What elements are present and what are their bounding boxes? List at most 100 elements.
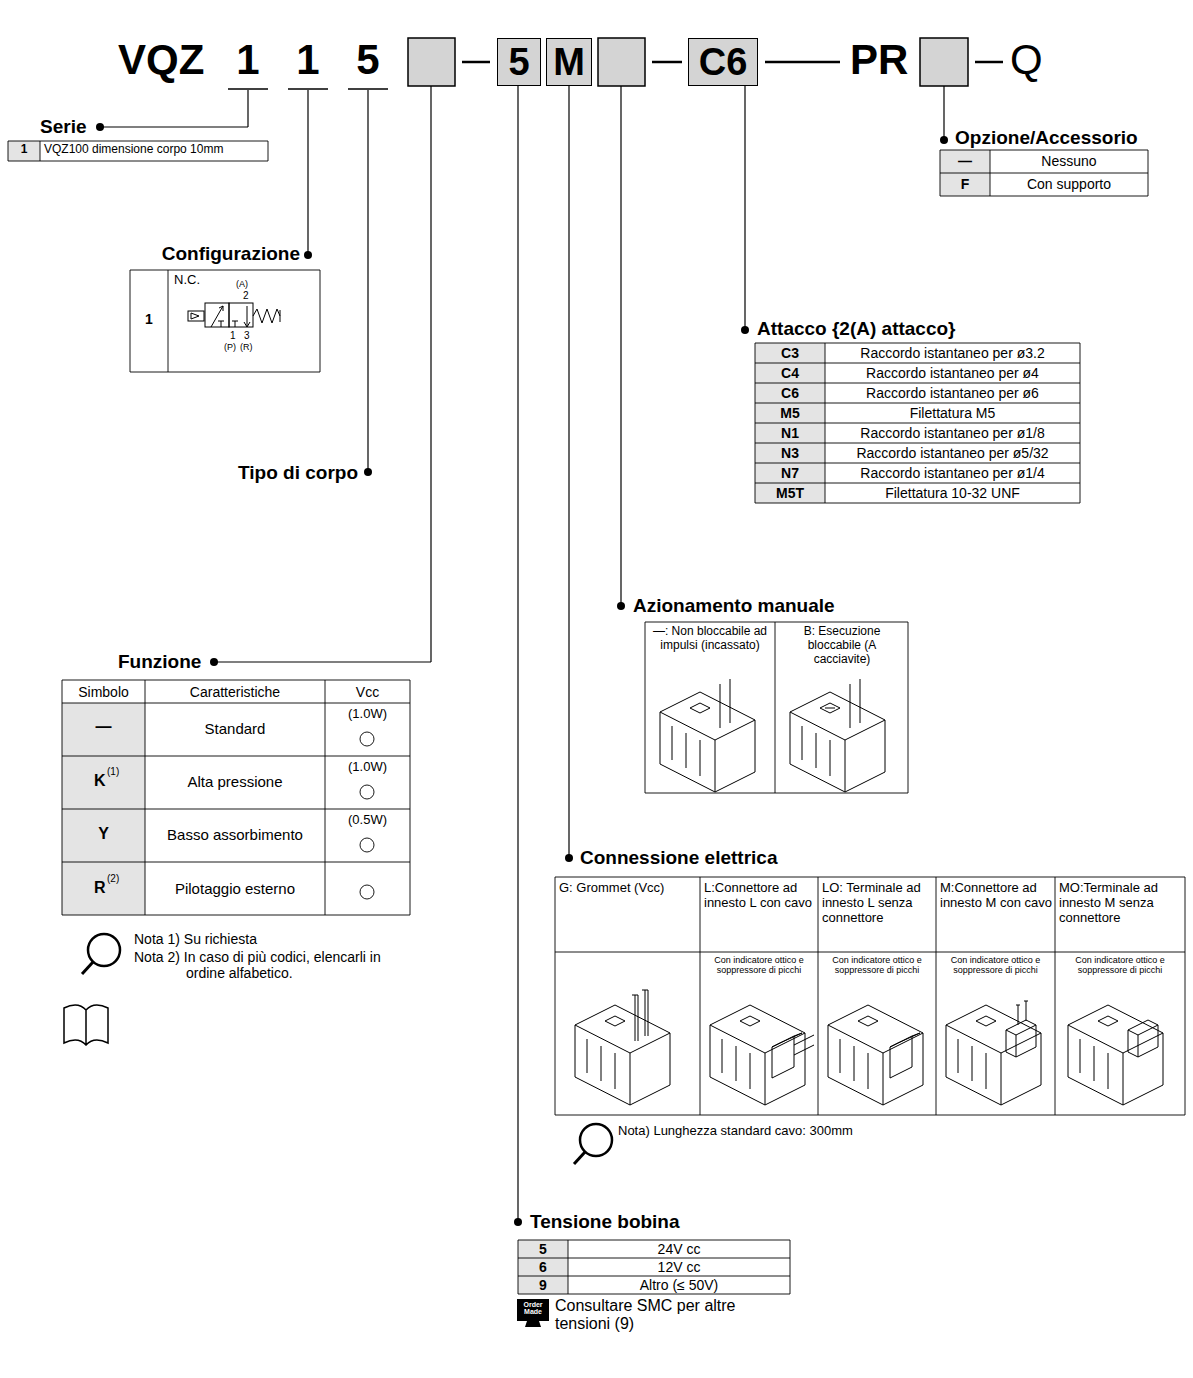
leader-line <box>943 86 944 140</box>
table-cell: N.C. <box>174 273 200 288</box>
book-icon <box>64 1005 108 1045</box>
table-rule <box>518 1276 790 1277</box>
table-rule <box>700 877 701 1115</box>
table-cell: Raccordo istantaneo per ø1/8 <box>825 425 1080 441</box>
manual-override <box>690 703 710 713</box>
table-cell: LO: Terminale ad innesto L senza connett… <box>822 881 934 926</box>
table-rule <box>518 1240 519 1294</box>
bullet-dot <box>741 326 749 334</box>
table-rule <box>145 680 146 915</box>
valve-illustration <box>946 1001 1041 1105</box>
valve-square <box>229 303 253 327</box>
table-rule <box>755 463 1080 464</box>
lead-wire <box>794 1035 814 1055</box>
table-cell: M5 <box>755 405 825 421</box>
code-segment: 1 <box>288 36 328 84</box>
table-cell: — <box>940 153 990 169</box>
table-cell: C4 <box>755 365 825 381</box>
leader-line <box>620 86 621 606</box>
empty-code-box <box>408 38 455 86</box>
table-rule <box>555 877 556 1115</box>
connector <box>890 1033 920 1078</box>
code-cell <box>518 1276 568 1294</box>
table-rule <box>755 483 1080 484</box>
manual-override <box>976 1016 996 1026</box>
leader-line <box>744 86 745 330</box>
code-cell <box>62 862 145 915</box>
code-box: M <box>546 38 592 86</box>
table-cell: (1.0W) <box>325 760 410 775</box>
table-cell: Nessuno <box>990 153 1148 169</box>
note-icon <box>574 1124 612 1164</box>
leader-line <box>247 90 248 127</box>
valve-detail <box>722 1039 750 1089</box>
magnifier <box>88 934 120 966</box>
table-grid <box>555 877 1185 1115</box>
table-rule <box>568 1240 569 1294</box>
bullet-dot <box>617 602 625 610</box>
icon-text: Order Made <box>517 1301 549 1316</box>
valve-illustration <box>575 990 670 1105</box>
magnifier-handle <box>574 1152 585 1164</box>
table-cell: Standard <box>145 720 325 737</box>
table-rule <box>645 622 646 793</box>
table-rule <box>130 372 320 373</box>
table-cell: Vcc <box>325 684 410 700</box>
code-cell <box>62 703 145 756</box>
valve-body <box>946 1005 1041 1105</box>
table-cell: F <box>940 176 990 192</box>
bullet-dot <box>565 854 573 862</box>
table-rule <box>755 423 1080 424</box>
lead-wire <box>632 990 648 1041</box>
table-rule <box>790 1240 791 1294</box>
leader-line <box>430 86 431 662</box>
table-cell: —: Non bloccabile ad impulsi (incassato) <box>647 625 773 653</box>
table-cell: Raccordo istantaneo per ø1/4 <box>825 465 1080 481</box>
table-rule <box>990 150 991 196</box>
table-rule <box>940 150 941 196</box>
table-cell: Con indicatore ottico e soppressore di p… <box>701 955 817 976</box>
valve-detail <box>802 726 830 776</box>
table-cell: Con indicatore ottico e soppressore di p… <box>819 955 935 976</box>
table-rule <box>555 877 1185 878</box>
table-cell: 9 <box>518 1277 568 1293</box>
table-cell: G: Grommet (Vcc) <box>559 881 698 896</box>
table-rule <box>755 363 1080 364</box>
table-cell: Con indicatore ottico e soppressore di p… <box>1056 955 1184 976</box>
bullet-dot <box>364 468 372 476</box>
table-rule <box>130 270 131 372</box>
section-heading: Opzione/Accessorio <box>955 127 1138 149</box>
table-rule <box>908 622 909 793</box>
table-cell: N7 <box>755 465 825 481</box>
table-cell: N1 <box>755 425 825 441</box>
underline <box>348 88 388 90</box>
bullet-dot <box>940 136 948 144</box>
bullet-dot <box>514 1218 522 1226</box>
table-rule <box>755 343 1080 344</box>
table-cell: 5 <box>518 1241 568 1257</box>
section-heading: Attacco {2(A) attacco} <box>757 318 956 340</box>
valve-edge <box>790 712 885 792</box>
port-label: (R) <box>240 342 253 352</box>
table-cell: Y <box>62 825 145 843</box>
table-rule <box>268 141 269 161</box>
bullet-dot <box>304 251 312 259</box>
spring <box>280 310 281 322</box>
valve-detail <box>958 1039 986 1089</box>
table-cell: MO:Terminale ad innesto M senza connetto… <box>1059 881 1183 926</box>
table-cell: (2) <box>107 873 119 885</box>
connector <box>772 1033 802 1078</box>
table-cell: Filettatura M5 <box>825 405 1080 421</box>
order-made-stand <box>525 1321 541 1327</box>
code-cell <box>755 483 825 503</box>
code-cell <box>940 173 990 196</box>
code-cell <box>755 443 825 463</box>
table-rule <box>1055 877 1056 1115</box>
blocked-port <box>218 321 238 327</box>
valve-illustration <box>790 679 885 792</box>
table-rule <box>410 680 411 915</box>
connector <box>1006 1020 1036 1057</box>
valve-edge <box>828 1025 923 1105</box>
table-rule <box>775 622 776 793</box>
code-cell <box>755 423 825 443</box>
